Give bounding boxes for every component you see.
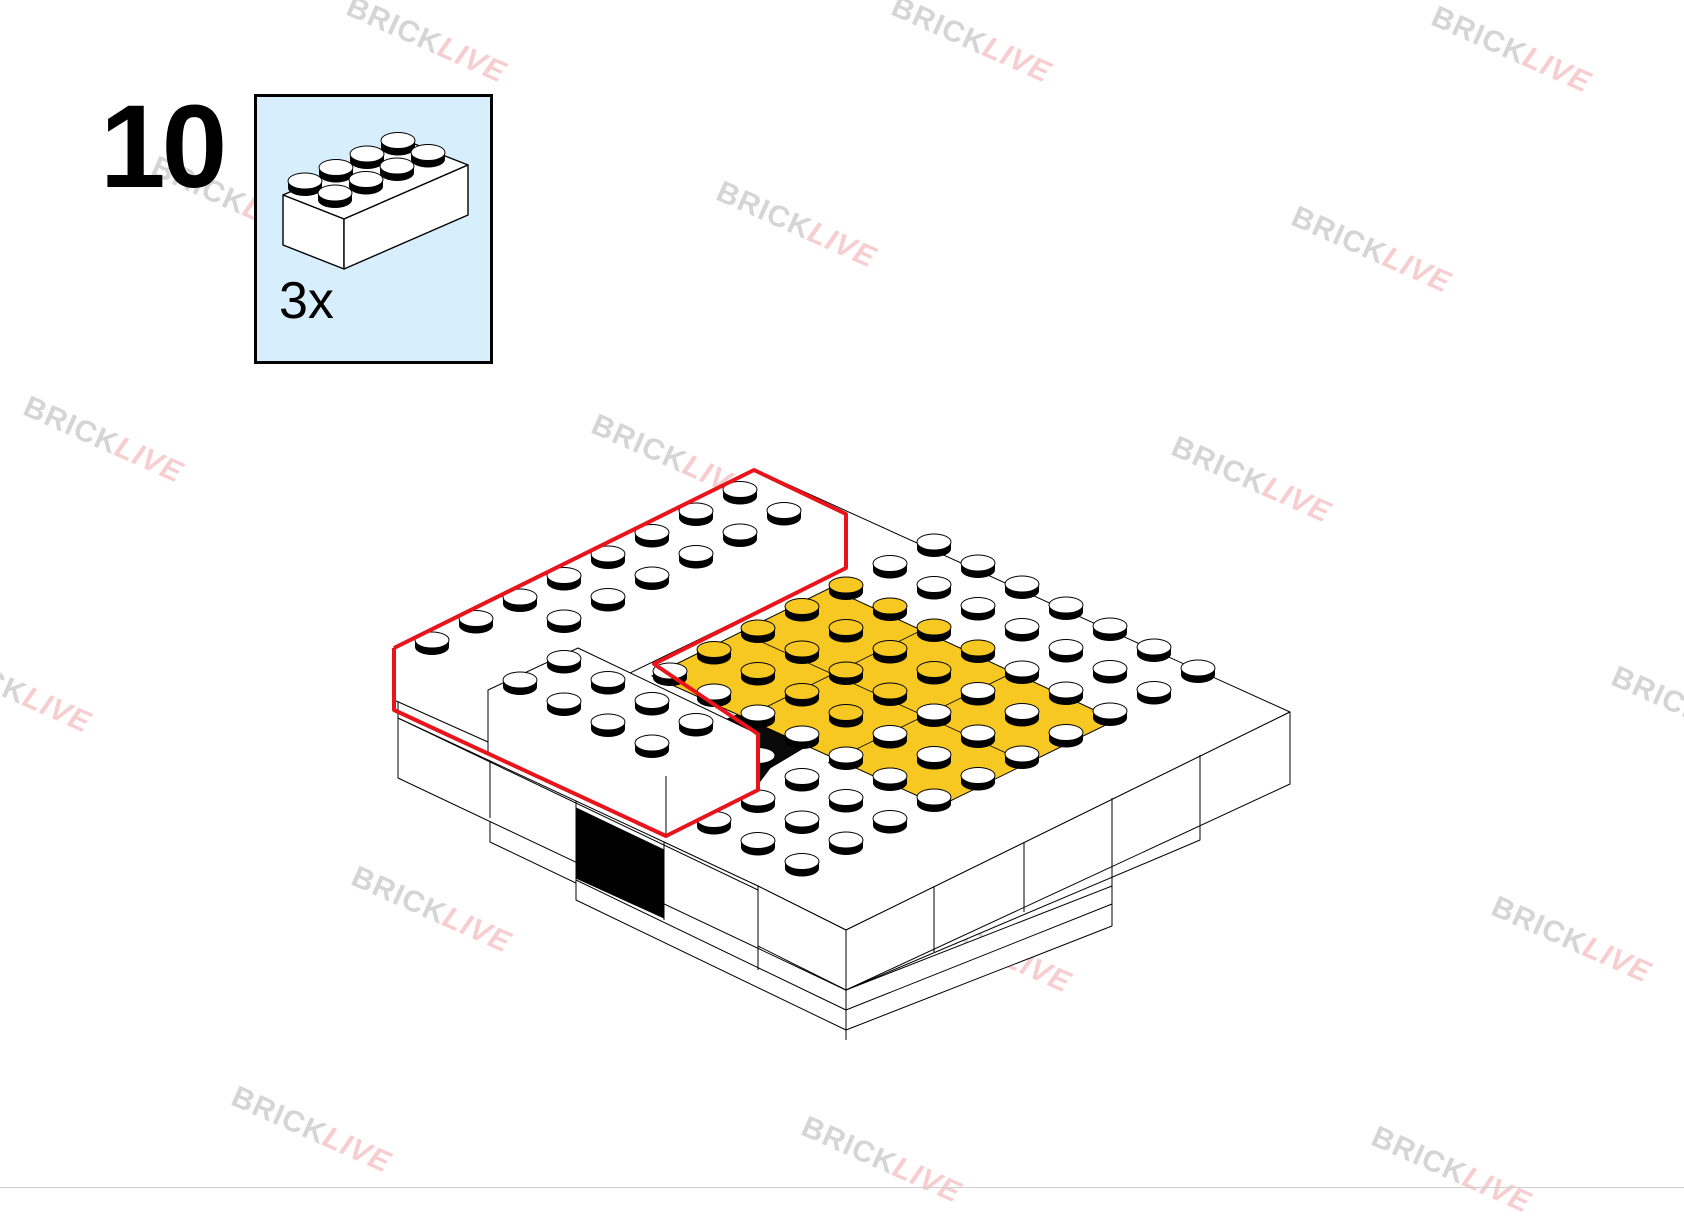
- yellow-stud: [916, 618, 952, 642]
- new-brick-stud: [590, 713, 626, 737]
- stud: [1048, 596, 1084, 620]
- stud: [872, 725, 908, 749]
- new-brick-stud: [546, 692, 582, 716]
- new-brick-stud: [722, 523, 758, 547]
- stud: [960, 682, 996, 706]
- yellow-stud: [784, 598, 820, 622]
- new-brick-stud: [634, 524, 670, 548]
- front-face-right: [757, 885, 847, 991]
- stud: [740, 704, 776, 728]
- new-brick-stud: [722, 481, 758, 505]
- new-brick-stud: [546, 650, 582, 674]
- new-brick-stud: [634, 566, 670, 590]
- stud: [1180, 659, 1216, 683]
- stud: [1092, 660, 1128, 684]
- new-brick-stud: [502, 671, 538, 695]
- yellow-stud: [828, 576, 864, 600]
- part-stud: [349, 145, 385, 169]
- yellow-stud: [960, 639, 996, 663]
- stud: [1004, 618, 1040, 642]
- stud: [784, 768, 820, 792]
- black-brick-column: [575, 807, 665, 919]
- stud: [740, 832, 776, 856]
- model-illustration: [392, 468, 1291, 1040]
- stud: [1092, 617, 1128, 641]
- stud: [784, 810, 820, 834]
- part-stud: [380, 132, 416, 156]
- new-brick-stud: [590, 588, 626, 612]
- yellow-stud: [828, 619, 864, 643]
- stud: [916, 576, 952, 600]
- stud: [1092, 702, 1128, 726]
- yellow-stud: [740, 619, 776, 643]
- yellow-stud: [784, 683, 820, 707]
- yellow-stud: [696, 641, 732, 665]
- stud: [1004, 575, 1040, 599]
- yellow-stud: [828, 704, 864, 728]
- new-bricks-group: [392, 468, 848, 838]
- new-brick-stud: [678, 713, 714, 737]
- part-stud: [287, 172, 323, 196]
- stud: [1048, 681, 1084, 705]
- yellow-stud: [872, 682, 908, 706]
- parts-callout: 3x: [254, 94, 493, 364]
- yellow-stud: [916, 661, 952, 685]
- new-brick-stud: [458, 610, 494, 634]
- yellow-stud: [872, 640, 908, 664]
- highlight-outline: [392, 468, 848, 838]
- new-brick-stud: [546, 567, 582, 591]
- new-brick-stud: [634, 734, 670, 758]
- new-brick-stud: [590, 671, 626, 695]
- brick-2x4-icon: [282, 132, 469, 270]
- stud: [916, 788, 952, 812]
- new-brick-stud: [414, 631, 450, 655]
- stud: [1136, 638, 1172, 662]
- part-stud: [317, 184, 353, 208]
- page-bottom-rule: [0, 1187, 1684, 1188]
- new-brick-stud: [766, 502, 802, 526]
- stud: [960, 767, 996, 791]
- yellow-stud: [828, 661, 864, 685]
- stud: [1004, 703, 1040, 727]
- stud: [1048, 639, 1084, 663]
- new-brick-stud: [634, 692, 670, 716]
- step-number: 10: [100, 81, 227, 213]
- stud: [1136, 681, 1172, 705]
- new-brick-stud: [502, 588, 538, 612]
- new-brick-stud: [546, 609, 582, 633]
- yellow-stud: [784, 640, 820, 664]
- stud: [784, 853, 820, 877]
- part-stud: [318, 159, 354, 183]
- stud: [960, 554, 996, 578]
- part-stud: [410, 144, 446, 168]
- yellow-stud: [872, 597, 908, 621]
- part-quantity: 3x: [279, 272, 334, 330]
- stud: [916, 746, 952, 770]
- stud: [960, 724, 996, 748]
- stud: [828, 831, 864, 855]
- stud: [696, 683, 732, 707]
- new-brick-stud: [590, 545, 626, 569]
- new-brick-stud: [678, 545, 714, 569]
- new-brick-stud: [678, 502, 714, 526]
- stud: [828, 746, 864, 770]
- stud: [828, 789, 864, 813]
- part-stud: [348, 171, 384, 195]
- stud: [872, 767, 908, 791]
- part-stud: [379, 157, 415, 181]
- stud: [872, 810, 908, 834]
- stud: [872, 555, 908, 579]
- yellow-stud: [740, 662, 776, 686]
- stud: [784, 725, 820, 749]
- stud: [960, 597, 996, 621]
- stud: [916, 533, 952, 557]
- stud: [1004, 745, 1040, 769]
- stud: [916, 703, 952, 727]
- stud: [1004, 660, 1040, 684]
- stud: [1048, 724, 1084, 748]
